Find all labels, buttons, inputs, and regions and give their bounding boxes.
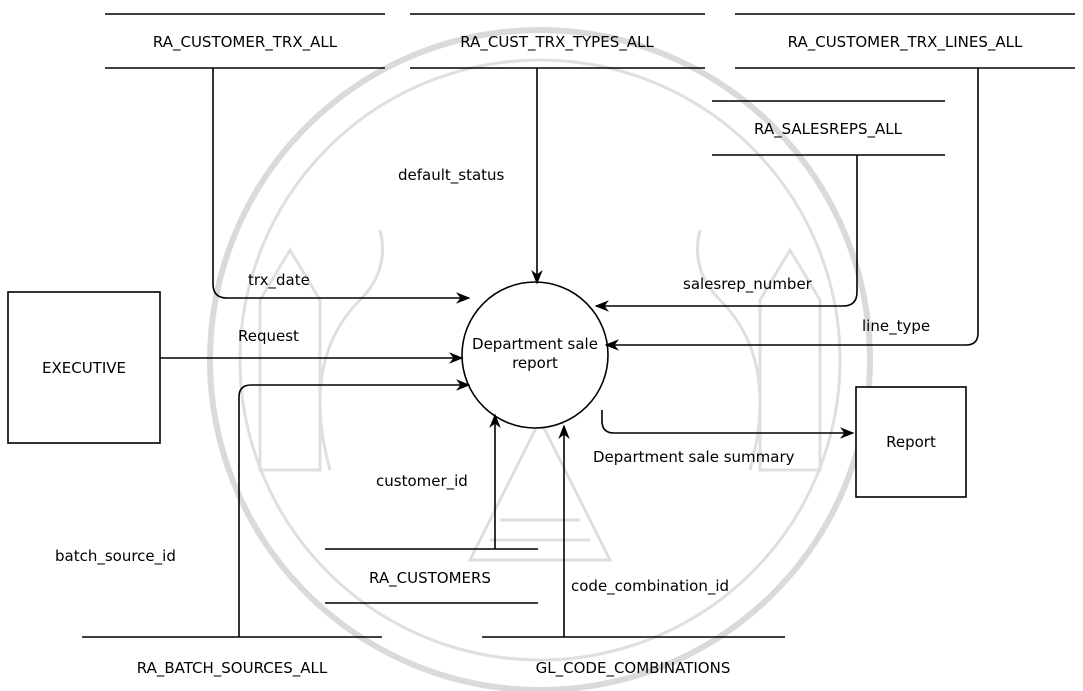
entity-report: Report: [855, 386, 967, 498]
flow-label: line_type: [862, 317, 930, 336]
flow-label: default_status: [398, 166, 505, 185]
store-label: RA_CUST_TRX_TYPES_ALL: [460, 33, 654, 52]
flow-label: Request: [238, 327, 299, 345]
store-label: RA_CUSTOMER_TRX_ALL: [153, 33, 338, 52]
store-label: RA_SALESREPS_ALL: [754, 120, 903, 139]
process-label-line1: Department sale: [472, 335, 598, 353]
store-gl-code-combinations: GL_CODE_COMBINATIONS: [482, 636, 785, 678]
flow-label: Department sale summary: [593, 448, 795, 466]
flow-label: batch_source_id: [55, 547, 176, 566]
process-label-line2: report: [512, 354, 558, 372]
store-ra-salesreps-all: RA_SALESREPS_ALL: [712, 100, 945, 156]
flow-customer-id: customer_id: [376, 413, 501, 549]
process-department-sale-report: Department sale report: [461, 281, 609, 429]
entity-executive: EXECUTIVE: [7, 291, 161, 444]
flow-label: customer_id: [376, 472, 468, 491]
store-ra-customer-trx-lines-all: RA_CUSTOMER_TRX_LINES_ALL: [735, 13, 1075, 69]
store-ra-customer-trx-all: RA_CUSTOMER_TRX_ALL: [105, 13, 385, 69]
store-label: GL_CODE_COMBINATIONS: [536, 659, 731, 678]
flow-label: code_combination_id: [571, 577, 729, 596]
store-label: RA_CUSTOMERS: [369, 569, 491, 588]
flow-default-status: default_status: [398, 68, 543, 285]
flow-trx-date: trx_date: [212, 68, 471, 304]
store-ra-cust-trx-types-all: RA_CUST_TRX_TYPES_ALL: [410, 13, 705, 69]
flow-batch-source-id: batch_source_id: [55, 379, 471, 637]
flow-request: Request: [160, 327, 464, 364]
flow-code-combination-id: code_combination_id: [558, 424, 729, 637]
flow-salesrep-number: salesrep_number: [594, 155, 858, 312]
entity-label: Report: [886, 433, 936, 451]
flow-department-sale-summary: Department sale summary: [593, 410, 855, 466]
store-ra-customers: RA_CUSTOMERS: [325, 548, 538, 604]
store-label: RA_BATCH_SOURCES_ALL: [137, 659, 328, 678]
flow-label: salesrep_number: [683, 275, 813, 294]
watermark-seal: [207, 27, 873, 691]
flow-line-type: line_type: [604, 68, 979, 351]
store-label: RA_CUSTOMER_TRX_LINES_ALL: [788, 33, 1023, 52]
store-ra-batch-sources-all: RA_BATCH_SOURCES_ALL: [82, 636, 382, 678]
flow-label: trx_date: [248, 271, 310, 290]
entity-label: EXECUTIVE: [42, 359, 126, 377]
